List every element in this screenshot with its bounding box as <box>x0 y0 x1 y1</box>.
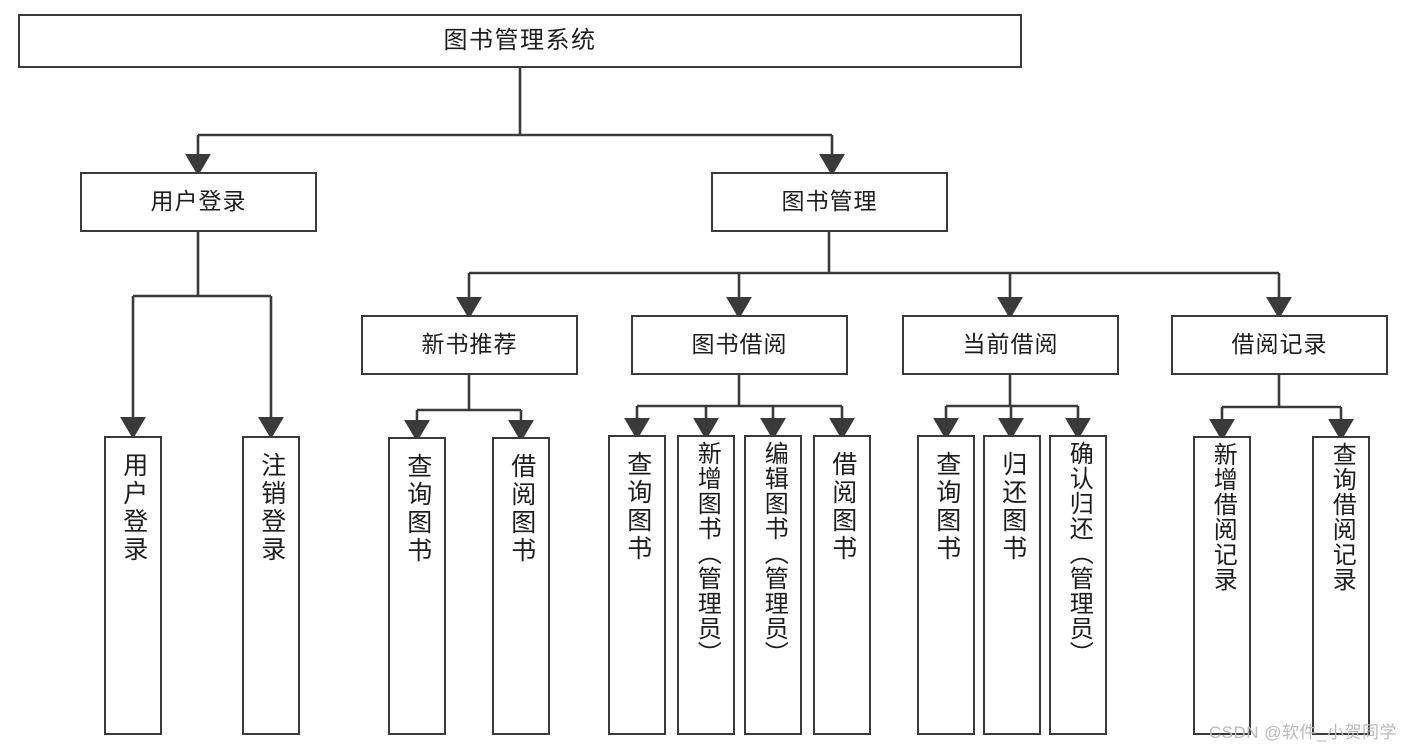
node-leaf-user-login[interactable]: 用户登录 <box>104 436 162 735</box>
node-leaf-return-book-label: 归还图书 <box>998 451 1027 563</box>
node-leaf-query-book-3-label: 查询图书 <box>932 451 961 563</box>
node-leaf-add-book-label: 新增图书（管理员） <box>693 441 721 666</box>
node-leaf-borrow-book-2-label: 借阅图书 <box>828 451 857 563</box>
node-book-borrow[interactable]: 图书借阅 <box>631 315 848 375</box>
node-leaf-query-book-2-label: 查询图书 <box>623 451 652 563</box>
node-borrow-record[interactable]: 借阅记录 <box>1171 315 1388 375</box>
node-current-borrow[interactable]: 当前借阅 <box>902 315 1119 375</box>
node-leaf-query-book-1[interactable]: 查询图书 <box>388 437 446 735</box>
node-leaf-borrow-book-2[interactable]: 借阅图书 <box>813 435 871 735</box>
node-leaf-add-book[interactable]: 新增图书（管理员） <box>677 435 735 735</box>
node-borrow-record-label: 借阅记录 <box>1231 331 1328 358</box>
node-leaf-edit-book-label: 编辑图书（管理员） <box>760 441 788 666</box>
node-leaf-borrow-book-1[interactable]: 借阅图书 <box>492 437 550 735</box>
node-leaf-query-record-label: 查询借阅记录 <box>1328 442 1356 592</box>
csdn-watermark: CSDN @软件_小贺同学 <box>1208 723 1397 742</box>
node-leaf-logout-label: 注销登录 <box>257 452 286 564</box>
node-leaf-confirm-return-label: 确认归还（管理员） <box>1065 441 1093 666</box>
node-new-book-rec-label: 新书推荐 <box>421 331 518 358</box>
node-leaf-logout[interactable]: 注销登录 <box>242 436 300 735</box>
node-leaf-add-record-label: 新增借阅记录 <box>1209 442 1237 592</box>
node-leaf-query-book-3[interactable]: 查询图书 <box>917 435 975 735</box>
node-book-manage[interactable]: 图书管理 <box>711 172 948 232</box>
node-leaf-borrow-book-1-label: 借阅图书 <box>507 453 536 565</box>
node-book-borrow-label: 图书借阅 <box>691 331 788 358</box>
node-current-borrow-label: 当前借阅 <box>962 331 1059 358</box>
node-new-book-rec[interactable]: 新书推荐 <box>361 315 578 375</box>
node-root[interactable]: 图书管理系统 <box>18 14 1022 68</box>
node-leaf-confirm-return[interactable]: 确认归还（管理员） <box>1049 435 1107 735</box>
node-leaf-user-login-label: 用户登录 <box>119 452 148 564</box>
node-leaf-edit-book[interactable]: 编辑图书（管理员） <box>744 435 802 735</box>
node-user-login[interactable]: 用户登录 <box>80 172 317 232</box>
node-leaf-query-book-1-label: 查询图书 <box>403 453 432 565</box>
node-user-login-label: 用户登录 <box>150 188 247 215</box>
node-root-label: 图书管理系统 <box>443 26 597 54</box>
node-leaf-query-record[interactable]: 查询借阅记录 <box>1312 436 1370 735</box>
node-leaf-add-record[interactable]: 新增借阅记录 <box>1193 436 1251 735</box>
node-leaf-query-book-2[interactable]: 查询图书 <box>608 435 666 735</box>
node-book-manage-label: 图书管理 <box>781 188 878 215</box>
node-leaf-return-book[interactable]: 归还图书 <box>983 435 1041 735</box>
